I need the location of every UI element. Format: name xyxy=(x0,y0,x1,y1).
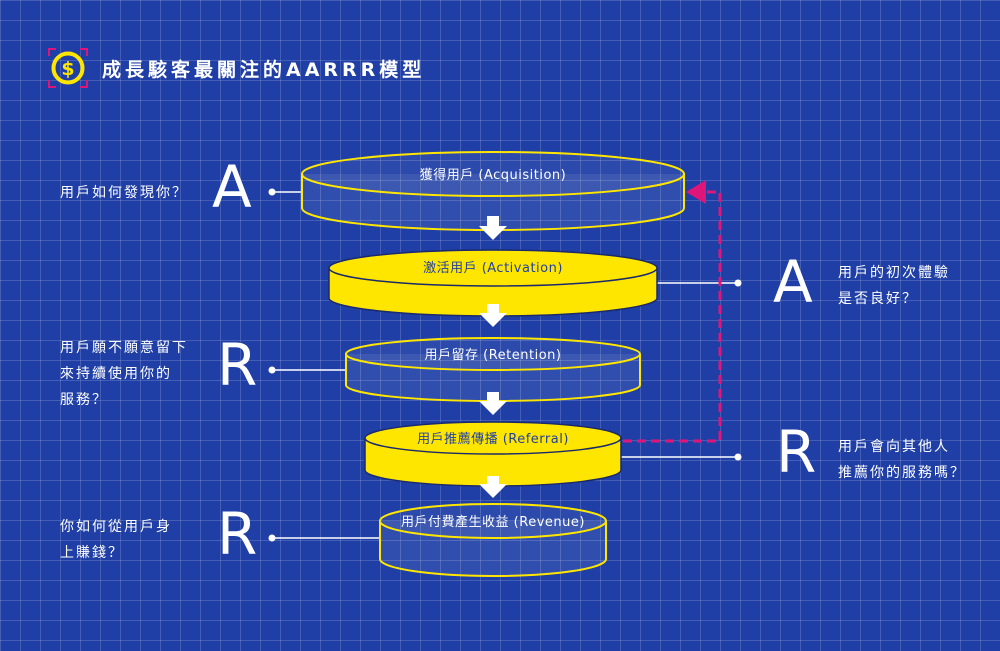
dot-activation xyxy=(734,279,742,287)
letter-revenue: R xyxy=(217,500,258,568)
page-title: 成長駭客最關注的AARRR模型 xyxy=(102,58,426,81)
feedback-loop xyxy=(623,180,722,443)
title-bar: $ 成長駭客最關注的AARRR模型 xyxy=(48,48,425,88)
connector-dots xyxy=(268,188,742,542)
question-referral: 用戶會向其他人 推薦你的服務嗎？ xyxy=(838,439,966,481)
arrow-down-icon xyxy=(479,392,507,415)
stage-referral: 用戶推薦傳播 (Referral) xyxy=(364,421,622,487)
arrow-left-icon xyxy=(686,180,706,204)
arrow-down-icon xyxy=(479,304,507,327)
question-revenue: 你如何從用戶身 上賺錢？ xyxy=(60,519,172,561)
stage-label-acquisition: 獲得用戶 (Acquisition) xyxy=(420,167,566,183)
letter-acquisition: A xyxy=(212,153,252,221)
letter-activation: A xyxy=(773,248,813,316)
dot-referral xyxy=(734,453,742,461)
stage-acquisition: 獲得用戶 (Acquisition) xyxy=(301,151,685,231)
stage-label-referral: 用戶推薦傳播 (Referral) xyxy=(417,432,569,447)
arrow-down-icon xyxy=(479,476,507,498)
flow-arrows xyxy=(479,216,507,498)
dot-revenue xyxy=(268,534,276,542)
dollar-icon: $ xyxy=(48,48,88,88)
dot-acquisition xyxy=(268,188,276,196)
question-activation: 用戶的初次體驗 是否良好？ xyxy=(838,265,950,307)
svg-text:$: $ xyxy=(61,58,74,80)
letter-retention: R xyxy=(217,331,258,399)
question-retention: 用戶願不願意留下 來持續使用你的 服務？ xyxy=(60,340,188,408)
stage-label-activation: 激活用戶 (Activation) xyxy=(423,261,563,276)
stage-revenue: 用戶付費產生收益 (Revenue) xyxy=(379,503,607,577)
question-acquisition: 用戶如何發現你？ xyxy=(60,185,188,201)
dot-retention xyxy=(268,366,276,374)
stage-label-retention: 用戶留存 (Retention) xyxy=(425,348,562,363)
arrow-down-icon xyxy=(479,216,507,240)
stage-retention: 用戶留存 (Retention) xyxy=(345,337,641,402)
letter-referral: R xyxy=(776,418,817,486)
connector-lines xyxy=(272,191,738,539)
stage-label-revenue: 用戶付費產生收益 (Revenue) xyxy=(401,514,585,530)
